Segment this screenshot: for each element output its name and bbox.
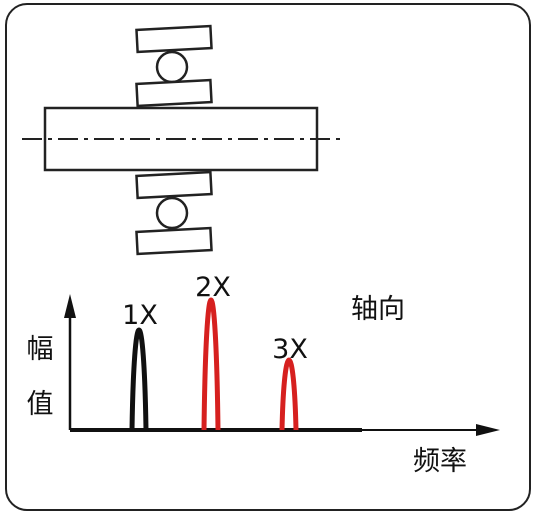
lower-rolling-element bbox=[155, 196, 189, 230]
peak-1x bbox=[129, 327, 149, 431]
upper-inner-race bbox=[135, 78, 213, 108]
upper-bearing bbox=[135, 24, 213, 108]
y-axis-label-char-1: 幅 bbox=[27, 334, 54, 365]
direction-label: 轴向 bbox=[351, 294, 405, 325]
spectrum-peaks bbox=[129, 297, 299, 431]
shaft bbox=[22, 106, 340, 172]
lower-outer-race bbox=[135, 226, 213, 256]
diagram-frame bbox=[5, 3, 531, 511]
x-axis-arrowhead bbox=[476, 424, 500, 436]
peak-label-2x: 2X bbox=[195, 272, 231, 303]
peak-2x bbox=[201, 297, 221, 431]
peak-label-1x: 1X bbox=[122, 300, 158, 331]
peak-3x bbox=[279, 357, 299, 431]
lower-inner-race bbox=[135, 170, 213, 200]
upper-rolling-element bbox=[155, 50, 189, 84]
y-axis-arrowhead bbox=[64, 294, 76, 318]
x-axis-label: 频率 bbox=[413, 446, 467, 477]
y-axis-label-char-2: 值 bbox=[27, 389, 54, 420]
upper-outer-race bbox=[135, 24, 213, 54]
peak-label-3x: 3X bbox=[272, 334, 308, 365]
lower-bearing bbox=[135, 170, 213, 256]
